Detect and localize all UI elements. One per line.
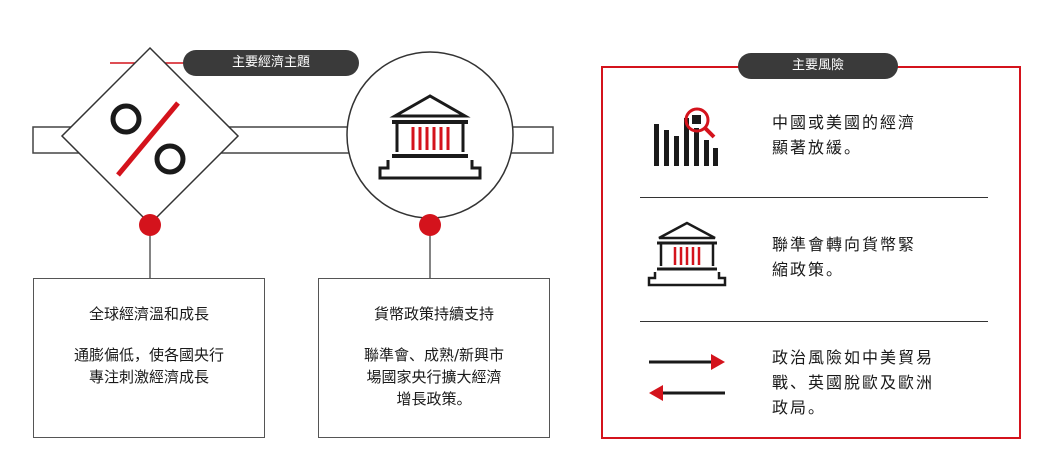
risks-header: 主要風險: [738, 53, 898, 79]
theme-desc: 通膨偏低，使各國央行 專注刺激經濟成長: [34, 344, 264, 388]
risk-text-slowdown: 中國或美國的經濟 顯著放緩。: [772, 110, 916, 160]
red-dot: [419, 214, 441, 236]
risk-text-political: 政治風險如中美貿易 戰、英國脫歐及歐洲 政局。: [772, 345, 934, 420]
divider: [640, 197, 988, 198]
risk-line: 政局。: [772, 398, 827, 417]
risk-line: 政治風險如中美貿易: [772, 348, 935, 367]
themes-diagram: [32, 46, 554, 278]
bank-building-icon: [647, 221, 727, 287]
theme-desc-line: 通膨偏低，使各國央行: [73, 346, 224, 364]
circle-frame: [346, 51, 514, 219]
bank-building-icon: [378, 94, 482, 180]
bar-chart-magnifier-icon: [654, 107, 718, 166]
theme-desc: 聯準會、成熟/新興市 場國家央行擴大經濟 增長政策。: [319, 344, 549, 410]
risk-line: 縮政策。: [772, 260, 845, 279]
theme-desc-line: 專注刺激經濟成長: [88, 368, 209, 386]
risk-icons: [647, 107, 727, 401]
divider: [640, 321, 988, 322]
theme-box-monetary: 貨幣政策持續支持 聯準會、成熟/新興市 場國家央行擴大經濟 增長政策。: [318, 278, 550, 438]
theme-desc-line: 場國家央行擴大經濟: [366, 368, 502, 386]
theme-desc-line: 增長政策。: [396, 390, 472, 408]
theme-box-growth: 全球經濟溫和成長 通膨偏低，使各國央行 專注刺激經濟成長: [33, 278, 265, 438]
theme-title: 貨幣政策持續支持: [373, 305, 494, 323]
risk-line: 顯著放緩。: [772, 138, 863, 157]
risk-line: 聯準會轉向貨幣緊: [772, 235, 917, 254]
risk-line: 戰、英國脫歐及歐洲: [772, 373, 935, 392]
theme-desc-line: 聯準會、成熟/新興市: [363, 346, 505, 364]
risk-line: 中國或美國的經濟: [772, 113, 917, 132]
theme-title: 全球經濟溫和成長: [88, 305, 209, 323]
exchange-arrows-icon: [649, 354, 725, 401]
risk-text-tightening: 聯準會轉向貨幣緊 縮政策。: [772, 232, 916, 282]
percent-icon: [110, 101, 186, 177]
themes-header: 主要經濟主題: [183, 50, 359, 76]
red-dot: [139, 214, 161, 236]
